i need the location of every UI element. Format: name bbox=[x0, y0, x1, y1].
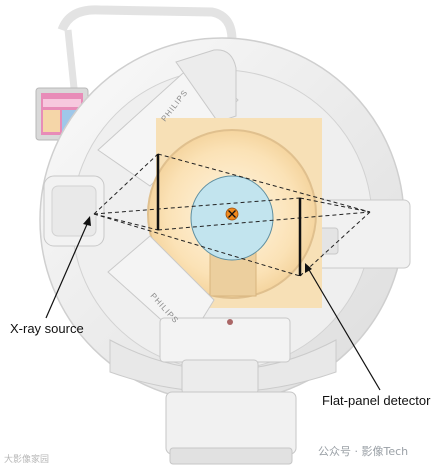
detector-pointer-arrow bbox=[305, 263, 381, 391]
beam-lines bbox=[93, 153, 371, 277]
source-pointer-arrow bbox=[45, 216, 91, 319]
ceiling-arm bbox=[57, 5, 237, 62]
watermark-bottom-right: 公众号 · 影像Tech bbox=[318, 445, 409, 458]
flat-panel-detector-label: Flat-panel detector bbox=[322, 393, 431, 408]
watermark-bottom-left: 大影像家园 bbox=[4, 455, 50, 465]
isocenter-marker bbox=[225, 207, 239, 221]
xray-source-label: X-ray source bbox=[10, 321, 84, 336]
gantry-base bbox=[109, 317, 337, 465]
